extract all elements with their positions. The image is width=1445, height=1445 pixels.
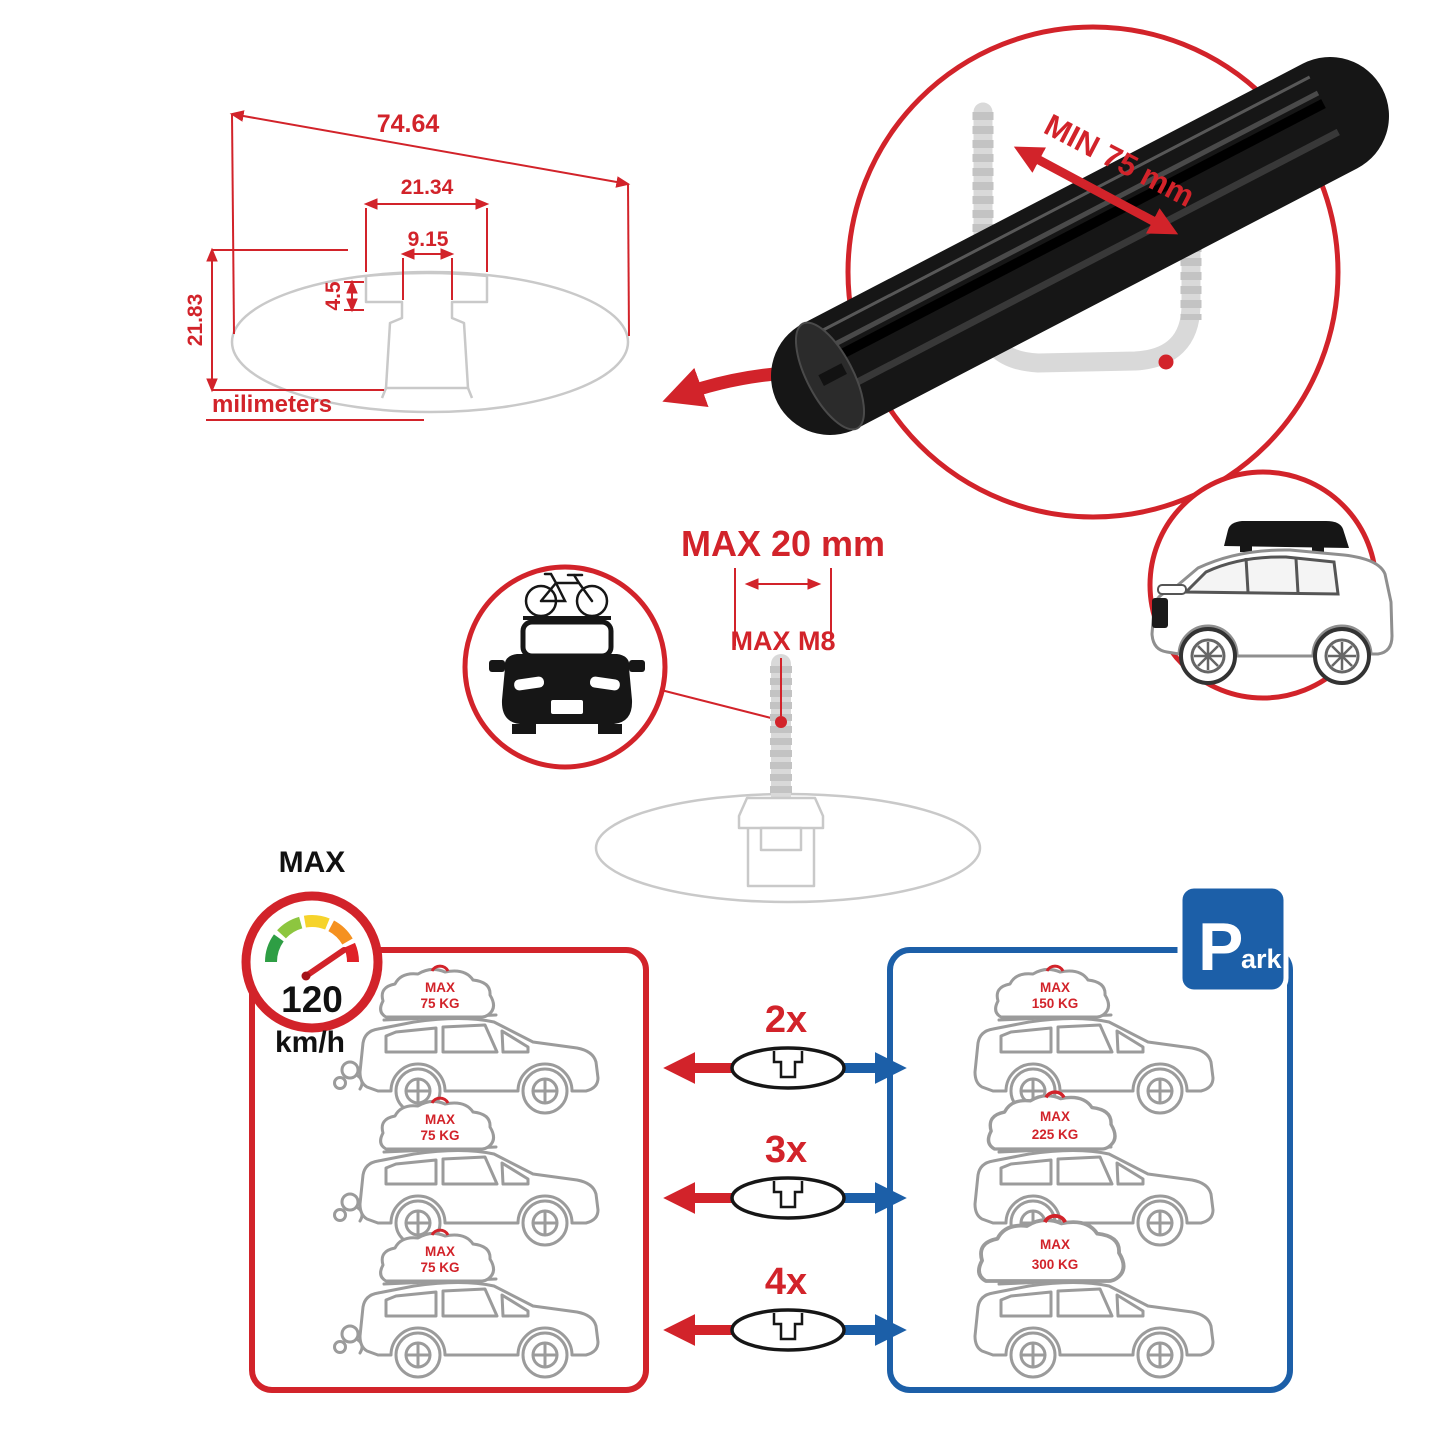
multiplier-rows: 2x 3x 4x xyxy=(663,999,907,1352)
dim-slot-label: 9.15 xyxy=(408,228,449,251)
crossbar-count-icon xyxy=(730,1176,846,1220)
cargo-load-value: 75 KG xyxy=(420,1260,459,1275)
cargo-load-value: 225 KG xyxy=(1032,1127,1079,1142)
cargo-load-label: MAX xyxy=(1040,1109,1070,1124)
headlight xyxy=(1157,584,1187,595)
speed-max-label: MAX xyxy=(279,846,346,879)
suv-roofbox-illustration xyxy=(1150,521,1394,685)
min-clearance-arrow xyxy=(1013,146,1179,235)
dim-ext-right xyxy=(627,183,630,337)
u-bolt-marker-dot xyxy=(1158,354,1174,370)
cargo-load-label: MAX xyxy=(425,980,455,995)
cargo-load-label: MAX xyxy=(425,1112,455,1127)
cargo-load-label: MAX xyxy=(1040,980,1070,995)
moving-cars: MAX 75 KG MAX 75 KG MAX 75 KG xyxy=(333,964,600,1379)
multiplier-label: 2x xyxy=(765,999,807,1041)
profile-feet-lines xyxy=(380,387,474,399)
bolt-diagram: MAX 20 mm MAX M8 xyxy=(462,523,982,904)
cargo-load-label: MAX xyxy=(1040,1237,1070,1252)
cargo-load-value: 75 KG xyxy=(420,1128,459,1143)
cargo-load-label: MAX xyxy=(425,1244,455,1259)
dim-total-width-label: 74.64 xyxy=(377,110,440,138)
max-thread-label: MAX M8 xyxy=(730,626,835,656)
gauge-needle xyxy=(303,947,347,979)
dim-lip-label: 4.5 xyxy=(322,281,345,311)
speed-units: km/h xyxy=(275,1026,345,1059)
park-sign: P ark xyxy=(1177,883,1289,995)
cross-section-diagram: 74.64 21.34 9.15 4.5 21.83 milimeters xyxy=(184,110,631,421)
multiplier-label: 4x xyxy=(765,1261,807,1303)
bolt-head xyxy=(737,796,825,830)
grille xyxy=(1152,598,1168,628)
parked-cars: MAX 150 KG MAX 225 KG MAX 300 KG xyxy=(973,964,1215,1379)
speed-gauge: MAX 120 km/h xyxy=(241,846,383,1059)
bolt-head-nub xyxy=(759,826,803,852)
car-front-illustration xyxy=(489,616,645,734)
multiplier-label: 3x xyxy=(765,1129,807,1171)
crossbar-count-icon xyxy=(730,1308,846,1352)
cargo-load-value: 75 KG xyxy=(420,996,459,1011)
park-sign-letter: P xyxy=(1198,909,1243,985)
cargo-load-value: 150 KG xyxy=(1032,996,1079,1011)
park-sign-suffix: ark xyxy=(1241,944,1283,974)
bar-detail-circle: MIN 75 mm xyxy=(771,24,1389,520)
bar-end-slot xyxy=(818,363,847,386)
roof-box xyxy=(1224,521,1349,548)
vehicle-roofbox-circle xyxy=(1147,469,1394,701)
crossbar-count-icon xyxy=(730,1046,846,1090)
cargo-load-value: 300 KG xyxy=(1032,1257,1079,1272)
dim-height-label: 21.83 xyxy=(184,294,207,347)
leader-line xyxy=(660,689,776,720)
max-protrusion-label: MAX 20 mm xyxy=(681,523,885,564)
dim-ext-left xyxy=(231,113,235,335)
units-label: milimeters xyxy=(212,391,332,418)
dim-total-width-line xyxy=(229,110,631,188)
dim-opening-label: 21.34 xyxy=(401,176,454,199)
bolt-marker-dot xyxy=(775,716,787,728)
speed-value: 120 xyxy=(281,979,343,1020)
bike-vehicle-circle xyxy=(462,564,668,770)
bar-profile-channel xyxy=(364,271,489,390)
